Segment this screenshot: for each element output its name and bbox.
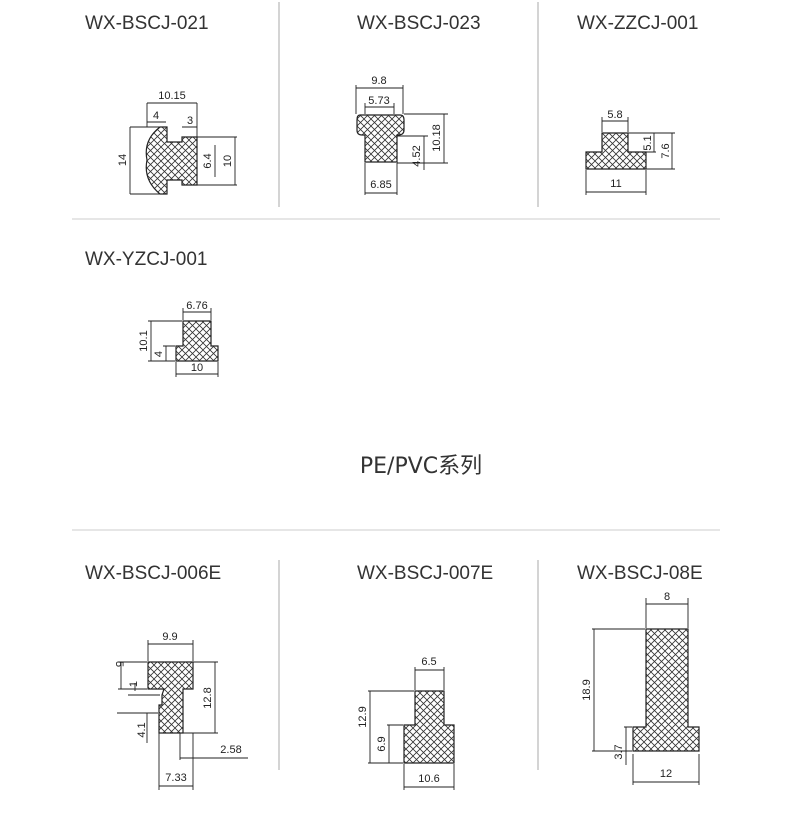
dimension-label: 10.6: [418, 773, 439, 785]
profile-drawing-zzcj: 5.8 5.1 7.6 11: [585, 109, 675, 195]
dimension-label: 10: [222, 155, 234, 167]
dimension-label: 9.9: [162, 631, 177, 643]
dimension-label: 4.52: [411, 145, 423, 166]
product-title: WX-BSCJ-021: [85, 13, 209, 34]
profile-drawing-08e: 8 18.9 3.7 12: [581, 591, 700, 785]
product-title: WX-YZCJ-001: [85, 249, 207, 270]
profile-drawing-023: 9.8 5.73 10.18 4.52 6.85: [355, 75, 448, 195]
dimension-label: 6.9: [376, 736, 388, 751]
dimension-label: 11: [610, 178, 621, 190]
dimension-label: 12.8: [202, 687, 214, 708]
profile-drawing-yzcj: 6.76 10.1 4 10: [138, 300, 219, 377]
product-title: WX-ZZCJ-001: [577, 13, 698, 34]
product-title: WX-BSCJ-08E: [577, 563, 703, 584]
dimension-label: 9.8: [371, 75, 386, 87]
dimension-label: 5.1: [642, 135, 654, 150]
dimension-label: 4: [153, 110, 159, 122]
profile-drawing-021: 10.15 4 3 14 6.4 10: [117, 90, 237, 195]
dimension-label: 3: [187, 115, 193, 127]
dimension-label: 10.15: [158, 90, 186, 102]
dimension-label: 10.18: [431, 124, 443, 152]
dimension-label: 10.1: [138, 330, 150, 351]
dimension-label: 12: [660, 768, 672, 780]
dimension-label: 4: [153, 351, 165, 357]
dimension-label: 18.9: [581, 679, 593, 700]
dimension-label: 3.7: [613, 744, 625, 759]
profile-drawing-007e: 6.5 12.9 6.9 10.6: [357, 656, 455, 790]
dimension-label: 8: [664, 591, 670, 603]
dimension-label: 12.9: [357, 706, 369, 727]
dimension-label: 6.76: [186, 300, 207, 312]
dimension-label: 7.33: [165, 772, 186, 784]
dimension-label: 7.6: [660, 143, 672, 158]
dimension-label: 5: [113, 661, 125, 667]
dimension-label: 1: [128, 681, 140, 687]
product-title: WX-BSCJ-006E: [85, 563, 221, 584]
dimension-label: 5.73: [368, 95, 389, 107]
dimension-label: 6.85: [370, 179, 391, 191]
dimension-label: 4.1: [136, 722, 148, 737]
dimension-label: 6.4: [202, 153, 214, 168]
profile-drawing-006e: 9.9 5 1 12.8 4.1 2.58 7.33: [113, 631, 248, 790]
product-title: WX-BSCJ-023: [357, 13, 481, 34]
section-heading: PE/PVC系列: [360, 454, 482, 479]
product-title: WX-BSCJ-007E: [357, 563, 493, 584]
dimension-label: 2.58: [220, 744, 241, 756]
dimension-label: 14: [117, 154, 129, 166]
dimension-label: 10: [191, 362, 203, 374]
dimension-label: 6.5: [421, 656, 436, 668]
dimension-label: 5.8: [607, 109, 622, 121]
